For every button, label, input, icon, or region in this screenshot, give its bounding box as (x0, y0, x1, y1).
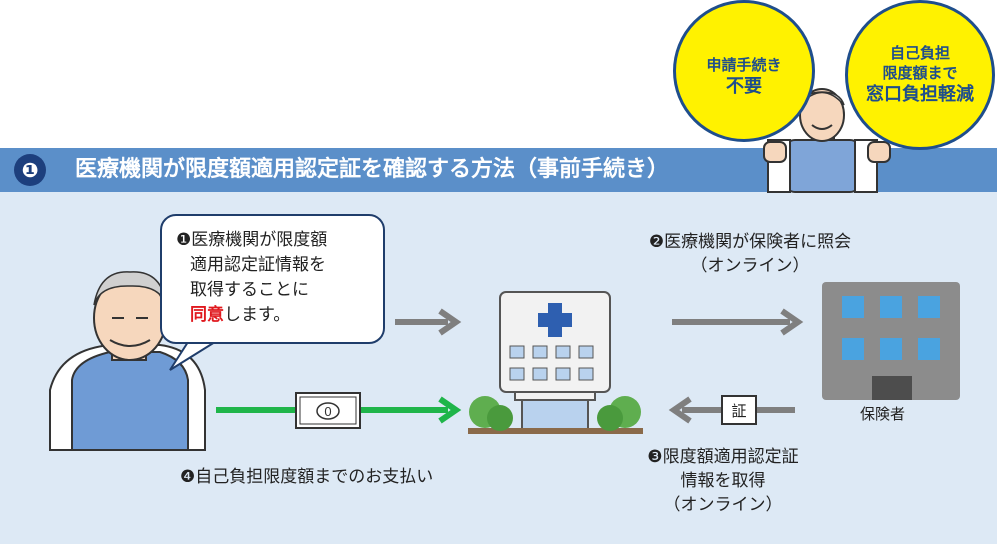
speech-line: ❶医療機関が限度額 (176, 230, 328, 250)
badge-line: 窓口負担軽減 (866, 84, 974, 105)
step3-line: 情報を取得 (680, 471, 766, 491)
badge-no-application: 申請手続き 不要 (673, 0, 815, 142)
step2-caption: ❷医療機関が保険者に照会 （オンライン） (620, 230, 880, 278)
step3-caption: ❸限度額適用認定証 情報を取得 （オンライン） (618, 445, 828, 517)
badge-line: 自己負担 (889, 44, 950, 62)
speech-line-rest: します。 (224, 305, 291, 325)
step3-line: ❸限度額適用認定証 (647, 447, 799, 467)
consent-arrow (395, 308, 462, 336)
banknote-label: 0 (324, 404, 331, 419)
banknote-icon: 0 (295, 392, 361, 429)
section-number: ❶ (14, 154, 46, 186)
section-title: 医療機関が限度額適用認定証を確認する方法（事前手続き） (75, 157, 670, 182)
badge-line: 限度額まで (882, 64, 958, 82)
hospital-illustration (468, 291, 643, 434)
cheering-man-illustration (763, 88, 891, 193)
certificate-icon: 証 (721, 395, 757, 425)
badge-burden-reduction: 自己負担 限度額まで 窓口負担軽減 (845, 0, 995, 150)
consent-highlight: 同意 (190, 305, 224, 325)
speech-line: 取得することに (190, 280, 309, 300)
badge-line: 不要 (726, 76, 762, 97)
patient-illustration (49, 271, 206, 451)
insurer-building-illustration (822, 282, 960, 400)
consent-speech-bubble: ❶医療機関が限度額 適用認定証情報を 取得することに 同意します。 (160, 214, 385, 344)
speech-line: 適用認定証情報を (190, 255, 326, 275)
certificate-label: 証 (731, 402, 746, 420)
insurer-label: 保険者 (860, 405, 906, 423)
step4-caption: ❹自己負担限度額までのお支払い (180, 467, 434, 487)
step3-line: （オンライン） (663, 495, 783, 515)
step2-line: ❷医療機関が保険者に照会 (648, 232, 852, 252)
speech-line: 同意します。 (176, 303, 383, 328)
badge-line: 申請手続き (706, 56, 782, 74)
inquiry-arrow (672, 308, 804, 336)
step2-line: （オンライン） (690, 256, 810, 276)
